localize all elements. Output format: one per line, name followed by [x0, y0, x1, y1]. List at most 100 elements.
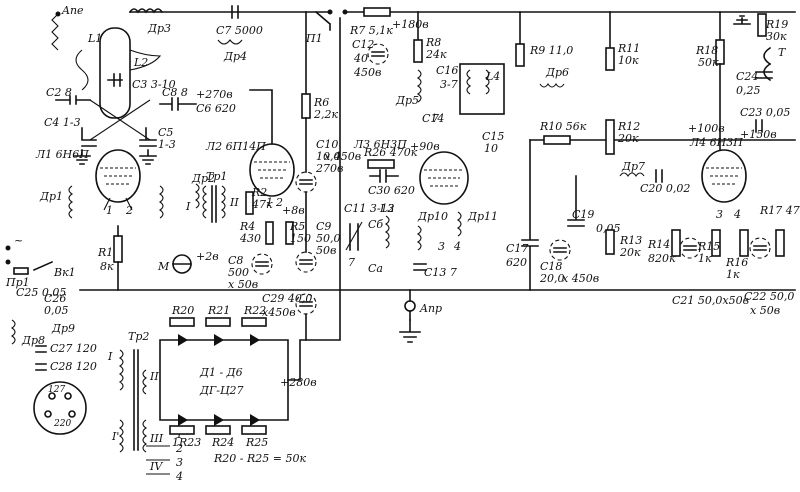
label-r15: R15: [697, 240, 720, 253]
tube-l4: Л4 6Н3П 3 4: [689, 136, 747, 221]
label-r11v: 10к: [618, 54, 639, 67]
label-tr2-i: I: [107, 350, 113, 363]
tube-l3: Л3 6Н3П R26 470к +90в C30 620: [353, 138, 469, 205]
label-d1d6: Д1 - Д6: [199, 366, 243, 379]
label-r8v: 24к: [425, 48, 447, 61]
label-c8bv: 500: [228, 266, 249, 279]
label-r7: R7 5,1к: [349, 24, 393, 37]
resistor-r9: R9 11,0 Др6: [515, 11, 573, 88]
label-c8bu: x 50в: [228, 278, 258, 291]
label-ca: Cа: [368, 262, 383, 275]
label-c9u: 50в: [316, 244, 336, 257]
label-n2-l2: 2: [275, 196, 283, 209]
label-l1-tube: Л1 6Н6П: [35, 148, 89, 161]
label-r4: R4: [239, 220, 255, 233]
label-p1: П1: [305, 32, 323, 45]
capacitors-c21-c22: C21 50,0x50в C22 50,0 x 50в: [672, 237, 794, 317]
label-pr1: Пр1: [5, 276, 30, 289]
label-v270a: +270в: [196, 88, 233, 101]
label-c15v: 10: [484, 142, 498, 155]
label-v150: +150в: [740, 128, 777, 141]
resistor-r1: R1 8к: [97, 225, 123, 291]
label-a-pe: Aпе: [61, 4, 84, 17]
label-dr2: Др2: [191, 172, 215, 185]
rectifier-bridge: R20 R21 R22 1R23 R24 R25 Д1 - Д6 ДГ-Ц27 …: [159, 304, 317, 465]
label-r20: R20: [171, 304, 194, 317]
label-c5v: 1-3: [158, 138, 176, 151]
label-c14v: 7: [432, 112, 439, 125]
ground-symbols: [73, 15, 751, 343]
label-r19v: 30к: [766, 30, 787, 43]
label-c10u: 270в: [315, 162, 343, 175]
voltage-selector: 127 220: [33, 381, 87, 435]
label-v180: +180в: [392, 18, 429, 31]
label-r21: R21: [207, 304, 230, 317]
label-r6v: 2,2к: [313, 108, 338, 121]
label-n3: 3: [438, 240, 445, 253]
label-tube1-n2: 2: [125, 204, 133, 217]
mains-filter: Др9 Др8 C27 120 C28 120: [11, 319, 97, 373]
label-dr10: Др10: [417, 210, 448, 223]
label-dr6: Др6: [545, 66, 569, 79]
label-r13: R13: [619, 234, 642, 247]
label-l4-tube: Л4 6Н3П: [689, 136, 743, 149]
label-c17: C17: [506, 242, 528, 255]
label-tr2-n3: 3: [176, 456, 183, 469]
label-c9v: 50,0: [316, 232, 341, 245]
resistor-r8: R8 24к Др5: [395, 11, 447, 107]
label-tr2-n4: 4: [175, 470, 183, 483]
label-cb: Cб: [368, 218, 383, 231]
label-r24: R24: [211, 436, 234, 449]
label-c10v: 10,0: [316, 150, 341, 163]
label-c25: C25 0,05: [16, 286, 66, 299]
label-dr9: Др9: [51, 322, 75, 335]
label-dr8: Др8: [21, 334, 45, 347]
label-c2: C2 8: [46, 86, 72, 99]
label-m: M: [157, 260, 170, 273]
label-c6: C6 620: [196, 102, 236, 115]
transformer-tr1: Тр1 I II: [185, 170, 239, 223]
label-tr2-ii: II: [149, 370, 159, 383]
resistor-r7: R7 5,1к +180в: [349, 7, 429, 37]
label-c28: C28 120: [50, 360, 97, 373]
label-n1-l2: 1: [266, 196, 273, 209]
resistors-r11-r12: R11 10к R12 20к: [605, 11, 640, 155]
tank-l4: L4 C16 3-7 C14 7 C15 10: [422, 63, 505, 155]
label-v220: 220: [53, 419, 71, 429]
label-l2-tube: Л2 6П14П: [205, 140, 266, 153]
label-r16v: 1к: [726, 268, 740, 281]
label-r1: R1: [97, 246, 113, 259]
label-r18v: 50к: [698, 56, 719, 69]
capacitor-c8b: C8 500 x 50в: [228, 253, 273, 291]
label-r18: R18: [695, 44, 718, 57]
label-c26: C26: [44, 292, 66, 305]
label-c13: C13 7: [424, 266, 457, 279]
label-v127: 127: [48, 385, 65, 395]
label-tilde: ~: [14, 234, 23, 247]
label-tr2-iv: IV: [149, 460, 163, 473]
capacitor-c23: C23 0,05 +100в +150в: [688, 106, 790, 141]
label-r16: R16: [725, 256, 748, 269]
label-c21: C21 50,0x50в: [672, 294, 749, 307]
resistors-r14-r17: R14 820к R15 1к R16 1к R17 470к: [647, 204, 800, 281]
label-t-phone: T: [778, 46, 787, 59]
label-v8: +8в: [282, 204, 305, 217]
label-tr1-i: I: [185, 200, 191, 213]
label-c22: C22 50,0: [744, 290, 794, 303]
choke-dr3: Др3: [128, 8, 171, 35]
label-dr3: Др3: [147, 22, 171, 35]
resistors-l2: R2 47к 1 2 +8в R4 430 R5 150: [239, 186, 311, 245]
label-r26: R26 470к: [363, 146, 418, 159]
label-r17: R17 470к: [759, 204, 800, 217]
label-r2: R2: [251, 186, 267, 199]
label-c12: C12: [352, 38, 374, 51]
label-r13v: 20к: [619, 246, 641, 259]
label-c29u: x450в: [262, 306, 296, 319]
choke-dr2: Др2: [191, 172, 215, 209]
label-n7: 7: [348, 256, 355, 269]
transformer-tr2: Тр2 I II III IV I' 1 2 3 4: [107, 330, 183, 483]
label-c23: C23 0,05: [740, 106, 790, 119]
label-c11: C11 3-12: [344, 202, 395, 215]
label-r1v: 8к: [100, 260, 114, 273]
